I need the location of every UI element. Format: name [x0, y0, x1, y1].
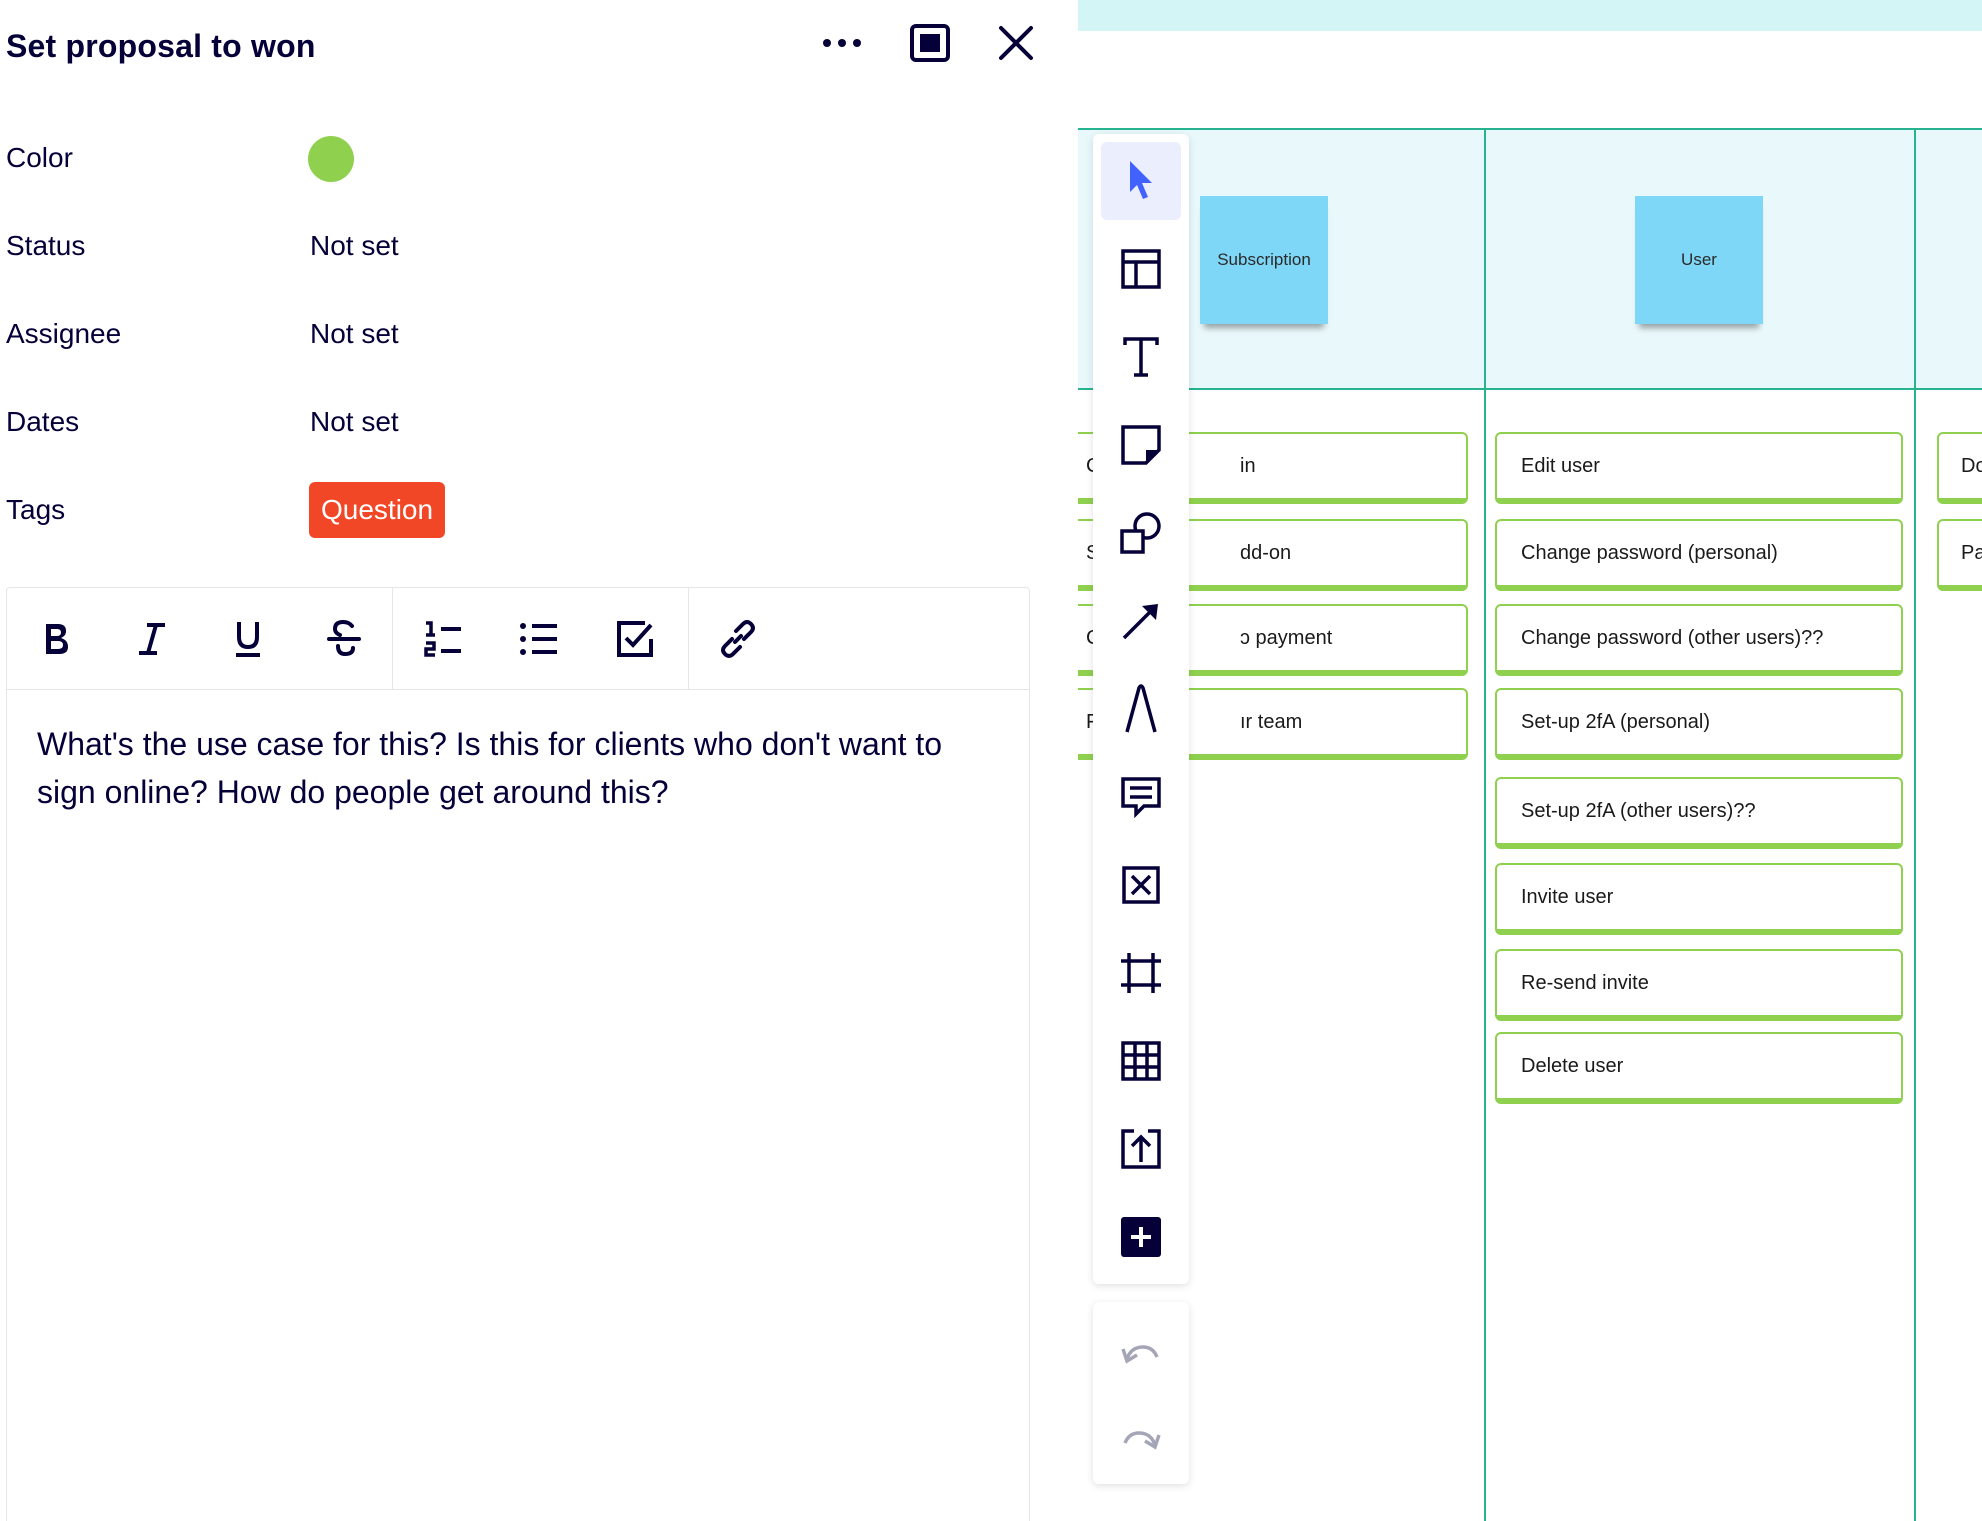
assignee-label: Assignee	[6, 318, 122, 349]
arrow-icon[interactable]	[1101, 582, 1181, 660]
pen-icon[interactable]	[1101, 670, 1181, 748]
redo-icon[interactable]	[1101, 1402, 1181, 1480]
card-change-password-personal[interactable]: Change password (personal)	[1495, 519, 1903, 591]
column-divider	[1484, 128, 1486, 1521]
add-more-icon[interactable]	[1101, 1198, 1181, 1276]
numbered-list-icon[interactable]	[414, 610, 472, 668]
table-icon[interactable]	[1101, 1022, 1181, 1100]
undo-icon[interactable]	[1101, 1316, 1181, 1394]
tags-label: Tags	[6, 494, 66, 525]
board-canvas[interactable]: Subscription User C S C F in dd-on ɔ pay…	[1078, 0, 1982, 1521]
editor-toolbar	[7, 588, 1029, 690]
shapes-icon[interactable]	[1101, 494, 1181, 572]
card-partial-right[interactable]: Pa	[1937, 519, 1982, 591]
text-icon[interactable]	[1101, 318, 1181, 396]
expand-icon[interactable]	[902, 18, 958, 68]
card-edit-user[interactable]: Edit user	[1495, 432, 1903, 504]
panel-title: Set proposal to won	[6, 28, 316, 64]
color-label: Color	[6, 142, 73, 173]
sticky-user[interactable]: User	[1635, 196, 1763, 324]
card-change-password-other[interactable]: Change password (other users)??	[1495, 604, 1903, 676]
templates-icon[interactable]	[1101, 230, 1181, 308]
card-2fa-other[interactable]: Set-up 2fA (other users)??	[1495, 777, 1903, 849]
status-label: Status	[6, 230, 86, 261]
link-icon[interactable]	[709, 610, 767, 668]
select-cursor-icon[interactable]	[1101, 142, 1181, 220]
creation-toolbar	[1093, 134, 1189, 1284]
more-icon[interactable]	[814, 18, 870, 68]
card-resend-invite[interactable]: Re-send invite	[1495, 949, 1903, 1021]
board-top-strip	[1078, 0, 1982, 31]
color-swatch[interactable]	[308, 136, 354, 182]
comment-icon[interactable]	[1101, 758, 1181, 836]
card-2fa-personal[interactable]: Set-up 2fA (personal)	[1495, 688, 1903, 760]
bold-icon[interactable]	[27, 610, 85, 668]
upload-icon[interactable]	[1101, 1110, 1181, 1188]
detail-panel: Set proposal to won Color Status Not set…	[6, 18, 1044, 1521]
checklist-icon[interactable]	[606, 610, 664, 668]
frame-x-icon[interactable]	[1101, 846, 1181, 924]
card-delete-user[interactable]: Delete user	[1495, 1032, 1903, 1104]
column-divider	[1914, 128, 1916, 1521]
sticky-note-icon[interactable]	[1101, 406, 1181, 484]
underline-icon[interactable]	[219, 610, 277, 668]
bullet-list-icon[interactable]	[510, 610, 568, 668]
card-invite-user[interactable]: Invite user	[1495, 863, 1903, 935]
description-editor: What's the use case for this? Is this fo…	[6, 587, 1030, 1521]
status-value[interactable]: Not set	[310, 230, 399, 261]
description-text[interactable]: What's the use case for this? Is this fo…	[37, 726, 943, 810]
tag-question[interactable]: Question	[309, 482, 446, 538]
italic-icon[interactable]	[123, 610, 181, 668]
dates-label: Dates	[6, 406, 80, 437]
sticky-subscription[interactable]: Subscription	[1200, 196, 1328, 324]
crop-frame-icon[interactable]	[1101, 934, 1181, 1012]
card-partial-right[interactable]: Do	[1937, 432, 1982, 504]
dates-value[interactable]: Not set	[310, 406, 399, 437]
close-icon[interactable]	[988, 18, 1044, 68]
strikethrough-icon[interactable]	[315, 610, 373, 668]
undo-redo-bar	[1093, 1302, 1189, 1484]
assignee-value[interactable]: Not set	[310, 318, 399, 349]
